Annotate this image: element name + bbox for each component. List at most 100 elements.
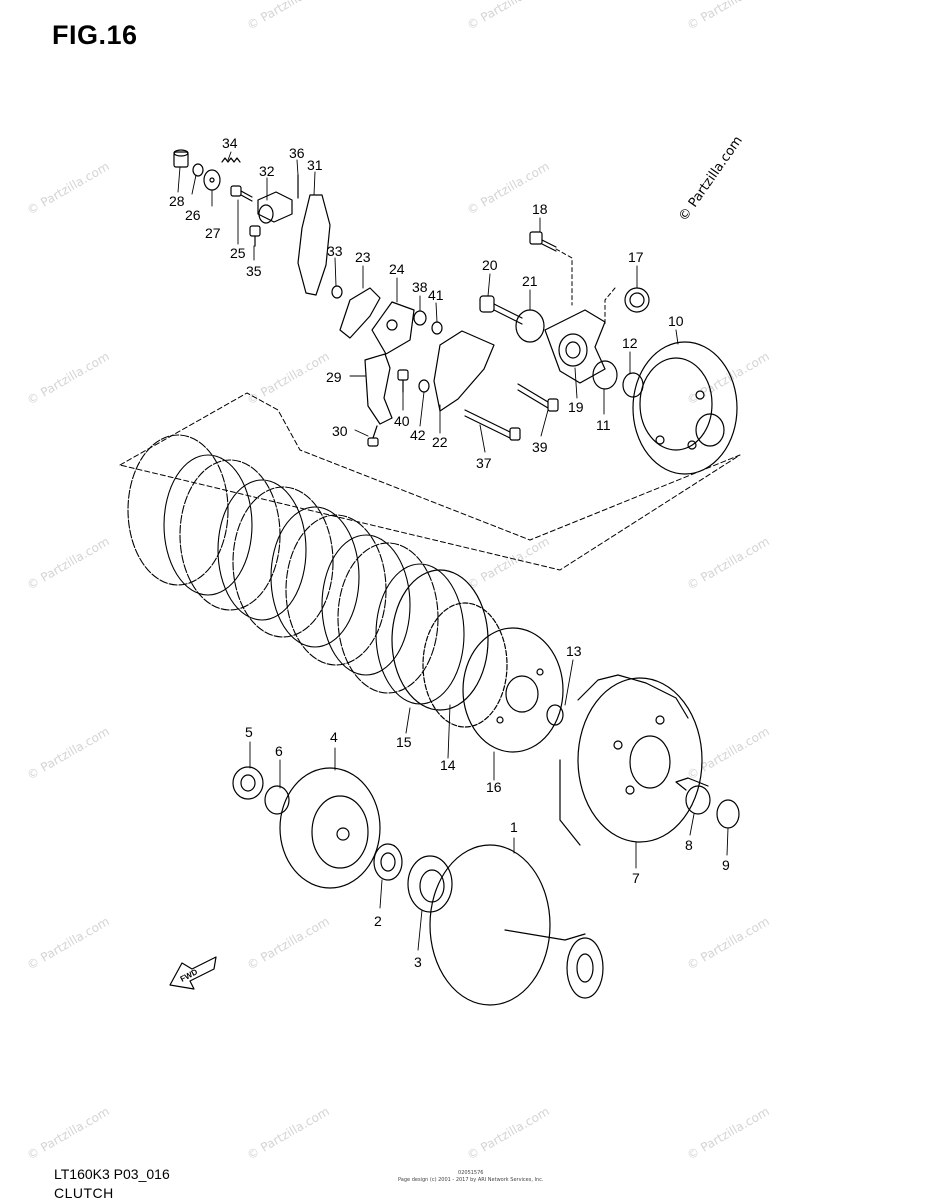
callout-10: 10 bbox=[668, 313, 684, 329]
callout-33: 33 bbox=[327, 243, 343, 259]
watermark: © Partzilla.com bbox=[465, 534, 552, 592]
part-29-arm bbox=[364, 353, 393, 425]
callout-2: 2 bbox=[374, 913, 382, 929]
callout-24: 24 bbox=[389, 261, 405, 277]
part-19-lifter-plate bbox=[544, 309, 606, 384]
part-21-bearing bbox=[515, 309, 545, 343]
callout-9: 9 bbox=[722, 857, 730, 873]
watermark: © Partzilla.com bbox=[685, 1104, 772, 1162]
figure-name: CLUTCH bbox=[54, 1185, 114, 1201]
part-41-washer bbox=[431, 321, 443, 335]
callout-36: 36 bbox=[289, 145, 305, 161]
part-26-washer bbox=[192, 163, 204, 177]
callout-22: 22 bbox=[432, 434, 448, 450]
part-24-plate bbox=[371, 301, 415, 355]
part-4-shoe-assembly bbox=[279, 767, 381, 889]
part-13-washer bbox=[546, 704, 564, 726]
callout-11: 11 bbox=[596, 417, 611, 433]
callout-23: 23 bbox=[355, 249, 371, 265]
callout-34: 34 bbox=[222, 135, 238, 151]
callout-5: 5 bbox=[245, 724, 253, 740]
callout-18: 18 bbox=[532, 201, 548, 217]
watermark: © Partzilla.com bbox=[465, 0, 552, 33]
watermark: © Partzilla.com bbox=[685, 534, 772, 592]
watermark: © Partzilla.com bbox=[245, 349, 332, 407]
part-18-bolt bbox=[529, 231, 557, 252]
callout-25: 25 bbox=[230, 245, 246, 261]
callout-27: 27 bbox=[205, 225, 221, 241]
callout-6: 6 bbox=[275, 743, 283, 759]
callout-15: 15 bbox=[396, 734, 412, 750]
part-39-bolt bbox=[517, 383, 559, 412]
part-17-spring bbox=[624, 287, 650, 313]
leader-lines bbox=[177, 151, 729, 951]
part-22-bracket bbox=[433, 330, 495, 412]
part-1-drum bbox=[429, 844, 604, 1006]
copyright-text: Page design (c) 2001 - 2017 by ARI Netwo… bbox=[398, 1177, 544, 1183]
part-9-washer bbox=[716, 799, 740, 829]
part-20-shaft bbox=[479, 295, 523, 325]
leader-17 bbox=[604, 287, 616, 326]
part-32-cam bbox=[257, 191, 293, 224]
watermark: © Partzilla.com bbox=[25, 914, 112, 972]
callout-38: 38 bbox=[412, 279, 428, 295]
figure-title: FIG.16 bbox=[52, 20, 138, 50]
callout-29: 29 bbox=[326, 369, 342, 385]
callout-26: 26 bbox=[185, 207, 201, 223]
part-40-bolt bbox=[397, 369, 409, 393]
callout-16: 16 bbox=[486, 779, 502, 795]
part-14-plate bbox=[422, 602, 508, 728]
part-10-cover bbox=[632, 341, 738, 475]
part-16-pressure-plate bbox=[462, 627, 564, 753]
callout-17: 17 bbox=[628, 249, 644, 265]
part-3-bearing bbox=[407, 855, 453, 913]
watermark: © Partzilla.com bbox=[25, 349, 112, 407]
watermark: © Partzilla.com bbox=[245, 1104, 332, 1162]
part-37-bolt bbox=[464, 409, 521, 441]
callout-20: 20 bbox=[482, 257, 498, 273]
callout-1: 1 bbox=[510, 819, 518, 835]
part-12-washer bbox=[622, 372, 644, 398]
figure-code: LT160K3 P03_016 bbox=[54, 1166, 170, 1182]
callout-31: 31 bbox=[307, 157, 323, 173]
watermark: © Partzilla.com bbox=[685, 914, 772, 972]
part-42-washer bbox=[418, 379, 430, 393]
watermark: © Partzilla.com bbox=[25, 724, 112, 782]
watermark: © Partzilla.com bbox=[685, 724, 772, 782]
part-35-bolt bbox=[249, 225, 261, 247]
callout-21: 21 bbox=[522, 273, 538, 289]
watermark: © Partzilla.com bbox=[25, 1104, 112, 1162]
callout-35: 35 bbox=[246, 263, 262, 279]
watermark: © Partzilla.com bbox=[245, 914, 332, 972]
callout-28: 28 bbox=[169, 193, 185, 209]
watermark: © Partzilla.com bbox=[245, 0, 332, 33]
callout-12: 12 bbox=[622, 335, 638, 351]
callout-30: 30 bbox=[332, 423, 348, 439]
callout-37: 37 bbox=[476, 455, 492, 471]
part-8-sleeve bbox=[675, 777, 711, 815]
part-5-nut bbox=[232, 766, 264, 800]
part-15-plate bbox=[391, 569, 489, 711]
fwd-label: FWD bbox=[179, 967, 200, 984]
callout-42: 42 bbox=[410, 427, 426, 443]
callout-40: 40 bbox=[394, 413, 410, 429]
watermark: © Partzilla.com bbox=[25, 534, 112, 592]
callout-39: 39 bbox=[532, 439, 548, 455]
fwd-arrow bbox=[169, 956, 217, 990]
part-33-washer bbox=[331, 285, 343, 299]
part-38-nut bbox=[413, 310, 427, 326]
watermark: © Partzilla.com bbox=[465, 1104, 552, 1162]
callout-3: 3 bbox=[414, 954, 422, 970]
part-31-lever bbox=[297, 194, 331, 296]
partzilla-stamp: © Partzilla.com bbox=[676, 134, 746, 225]
callout-19: 19 bbox=[568, 399, 584, 415]
clutch-plate-stack bbox=[127, 434, 465, 705]
callout-8: 8 bbox=[685, 837, 693, 853]
leader-18 bbox=[555, 248, 573, 306]
part-27-plate bbox=[203, 169, 221, 191]
part-30-bolt bbox=[367, 425, 379, 447]
callout-32: 32 bbox=[259, 163, 275, 179]
part-2-washer bbox=[373, 843, 403, 881]
part-25-bolt bbox=[230, 185, 253, 202]
